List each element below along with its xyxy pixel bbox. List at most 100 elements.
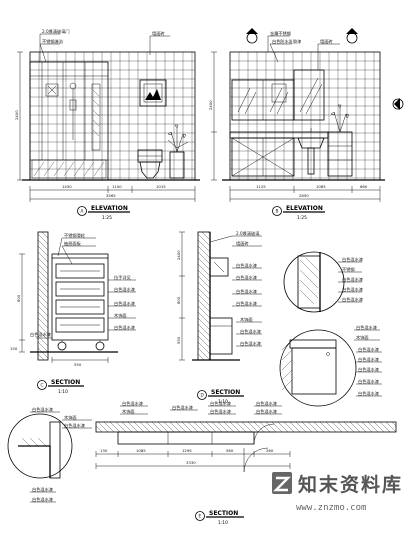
sect3-dim-d: 560 [226,448,234,453]
sect3-callout-1: 木饰面 [122,408,135,415]
sect3-callout-5: 白色混水漆 [256,400,277,407]
detail-bottom: 白色混水漆 木饰面 白色混水漆 白色混水漆 白色混水漆 白色混水漆 白色混水漆 [279,324,382,407]
sect1-callout-7: 白色混水漆 [30,331,51,338]
elev2-section-marker-side [394,98,400,110]
detail-left: 白色混水漆 木饰面 白色混水漆 白色混水漆 白色混水漆 [7,406,92,503]
detail-left-callout-1: 木饰面 [64,414,77,421]
sect3-title: SECTION [209,510,238,517]
sect3-callout-6: 白色混水漆 [256,408,277,415]
elev1-scale: 1:25 [102,215,112,221]
sect2-callout-0: 2.0厚清玻璃 [236,230,259,237]
elev1-dim-a: 1450 [62,184,72,189]
elev1-dim-b: 1100 [112,184,122,189]
section-1: 800 150 550 不锈钢滑轮 抽屉面板 拉手详见 白色混水漆 白色混水漆 … [10,231,136,395]
sect3-callout-3: 白色混水漆 [210,400,231,407]
elev2-dim-b: 1065 [316,184,326,189]
elev2-section-marker-left [246,28,258,34]
elevation-2: 2400 1125 1065 660 2850 金属不锈钢 白色防水乳胶漆 墙面… [208,28,404,221]
elev2-dim-a: 1125 [256,184,266,189]
sect3-dim-b: 1085 [136,448,146,453]
elev2-plant-icon [330,104,350,133]
detail-bot-callout-1: 木饰面 [356,334,369,341]
sect1-callout-6: 白色混水漆 [114,324,135,331]
elev1-title: ELEVATION [91,205,128,212]
elev2-section-marker-right [346,28,358,34]
elev2-callout-1: 白色防水乳胶漆 [272,38,301,45]
sect3-callout-0: 白色混水漆 [122,400,143,407]
elev2-dim-c: 660 [360,184,368,189]
detail-top: 白色混水漆 不锈钢 白色混水漆 白色混水漆 白色混水漆 [283,251,363,313]
elev2-dim-total: 2850 [299,193,309,198]
detail-top-callout-4: 白色混水漆 [342,296,363,303]
watermark: 知末资料库 www.znzmo.com [272,472,403,513]
sect1-dim-b: 550 [74,362,82,367]
elev1-tile-grid [30,52,195,180]
sect1-cabinet [51,253,109,341]
detail-top-callout-2: 白色混水漆 [342,276,363,283]
elev1-callout-0: 2.0厚清玻璃门 [42,28,70,35]
watermark-logo-icon [272,472,292,494]
watermark-url: www.znzmo.com [296,503,366,513]
sect2-upper-cabinet [209,257,229,277]
elev1-picture-frame [139,79,167,107]
watermark-text: 知末资料库 [298,473,403,496]
sect1-drawers [55,263,105,333]
sect3-callout-2: 白色混水漆 [172,404,193,411]
elev1-dim-c: 1015 [156,184,166,189]
sect1-caster-left [57,341,67,351]
sect1-callout-0: 不锈钢滑轮 [64,232,86,239]
detail-bot-callout-3: 白色混水漆 [358,356,379,363]
sect3-scale: 1:10 [218,520,228,526]
elev1-toilet [137,149,163,179]
elev2-side-cabinet [327,131,353,177]
elev1-callout-1: 墙面砖 [152,30,165,37]
detail-left-callout-0: 白色混水漆 [32,406,53,413]
elev1-mark: A [81,209,84,214]
detail-bot-callout-2: 白色混水漆 [358,346,379,353]
sect1-dim-c: 150 [10,346,18,351]
sect1-callout-2: 拉手详见 [114,274,131,281]
sect2-callout-6: 木饰面 [240,316,253,323]
sect2-mark: D [201,393,204,398]
detail-top-callout-3: 白色混水漆 [342,286,363,293]
sect2-callout-2: 白色混水漆 [236,262,257,269]
detail-bot-callout-6: 白色混水漆 [358,390,379,397]
detail-left-callout-4: 白色混水漆 [32,496,53,503]
sect1-title: SECTION [51,379,80,386]
sect1-callout-3: 白色混水漆 [114,286,135,293]
sect1-scale: 1:10 [58,389,68,395]
sect1-dim-a: 800 [16,294,21,302]
elev2-scale: 1:25 [297,215,307,221]
sect3-callout-4: 白色混水漆 [210,408,231,415]
elev1-height-dim: 2400 [14,110,19,120]
sect2-callout-7: 白色混水漆 [240,328,261,335]
elev1-callout-2: 不锈钢淋浴 [42,38,64,45]
elev2-height-dim: 2400 [208,100,213,110]
sect3-cabinet-plan [117,431,255,445]
elev2-callout-2: 墙面砖 [320,38,333,45]
sect1-callout-4: 白色混水漆 [114,300,135,307]
sect3-wall-strip [95,421,397,433]
detail-top-callout-0: 白色混水漆 [342,256,363,263]
sect1-caster-right [95,341,105,351]
elev2-tile-grid [230,52,380,180]
section-2: 2400 800 550 2.0厚清玻璃 墙面砖 白色混水漆 白色混水漆 白色混… [176,230,262,405]
elev2-callout-0: 金属不锈钢 [270,30,291,37]
sect1-mark: C [41,383,44,388]
detail-left-callout-3: 白色混水漆 [32,486,53,493]
sect3-door-swing [243,447,269,473]
elev2-title: ELEVATION [286,205,323,212]
sect2-callout-4: 白色混水漆 [236,288,257,295]
elev2-mirror [293,69,325,121]
sect2-dim-c: 550 [176,336,181,344]
elev1-shower-enclosure [29,61,109,181]
sect2-callout-1: 墙面砖 [236,240,249,247]
detail-bot-callout-5: 白色混水漆 [358,378,379,385]
detail-left-callout-2: 白色混水漆 [64,422,85,429]
sect2-dim-a: 2400 [176,250,181,260]
elev1-dim-total: 3565 [106,193,116,198]
sect2-title: SECTION [211,389,240,396]
sect3-dim-c: 1295 [182,448,192,453]
detail-bot-callout-4: 白色混水漆 [358,366,379,373]
